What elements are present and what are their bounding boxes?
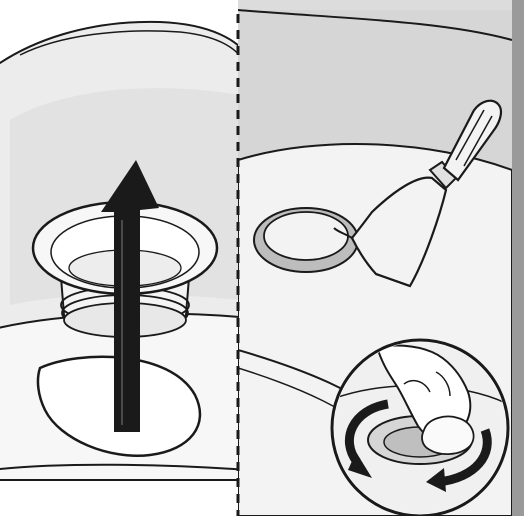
cloth-icon xyxy=(422,417,474,455)
left-panel-flange-removal xyxy=(0,0,250,516)
page-edge-bar xyxy=(512,0,524,516)
inset-cleaning-drain xyxy=(330,340,510,516)
putty-ring xyxy=(254,208,358,272)
